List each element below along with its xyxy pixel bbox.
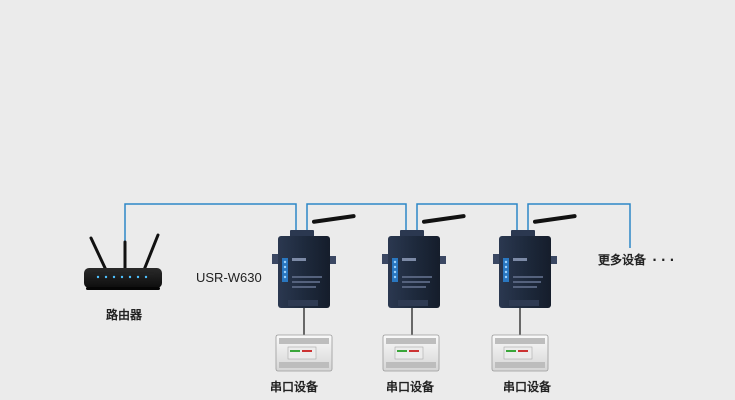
- serial-device-label: 串口设备: [270, 378, 318, 395]
- serial-device-label: 串口设备: [386, 378, 434, 395]
- router-icon: [84, 235, 162, 290]
- gateway-icon: [272, 214, 356, 308]
- more-devices-text: 更多设备: [598, 253, 646, 267]
- ellipsis: · · ·: [652, 253, 674, 267]
- network-line-gw1: [307, 204, 406, 232]
- model-label: USR-W630: [196, 270, 262, 285]
- network-line-gw2: [417, 204, 517, 232]
- router-label: 路由器: [106, 306, 142, 323]
- plc-device-icon: [492, 335, 548, 371]
- gateway-icon: [382, 214, 466, 308]
- plc-device-icon: [276, 335, 332, 371]
- serial-lines: [304, 308, 520, 335]
- serial-device-label: 串口设备: [503, 378, 551, 395]
- gateway-icon: [493, 214, 577, 308]
- network-line-router: [125, 204, 296, 242]
- plc-device-icon: [383, 335, 439, 371]
- network-bus: [125, 204, 630, 248]
- more-devices-label: 更多设备 · · ·: [598, 251, 674, 268]
